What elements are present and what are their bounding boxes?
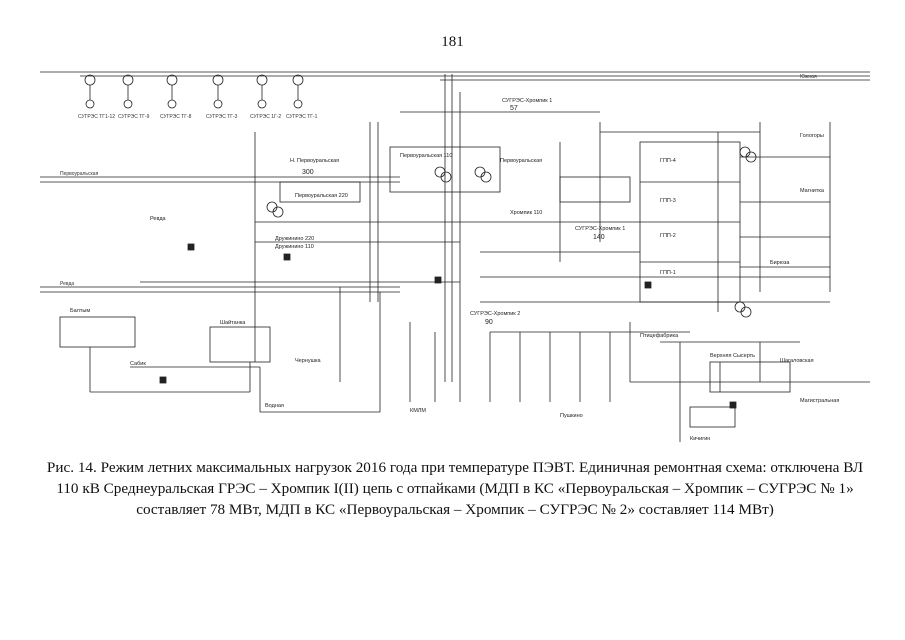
svg-text:Бирюза: Бирюза: [770, 260, 790, 266]
svg-text:Кичигин: Кичигин: [690, 436, 710, 442]
svg-text:Водная: Водная: [265, 403, 284, 409]
svg-text:КМЛМ: КМЛМ: [410, 408, 426, 414]
svg-text:Ревда: Ревда: [150, 216, 167, 222]
svg-text:Первоуральская 220: Первоуральская 220: [295, 193, 348, 199]
svg-text:Магнитка: Магнитка: [800, 188, 825, 194]
svg-text:ГПП-4: ГПП-4: [660, 158, 676, 164]
svg-text:СУГРЭС ТГ-3: СУГРЭС ТГ-3: [206, 114, 238, 120]
svg-text:СУГРЭС 1Г-2: СУГРЭС 1Г-2: [250, 114, 281, 120]
svg-text:Верхняя Сысерть: Верхняя Сысерть: [710, 353, 755, 359]
svg-text:СУГРЭС-Хромпик 1: СУГРЭС-Хромпик 1: [502, 98, 552, 104]
svg-text:СУГРЭС-Хромпик 2: СУГРЭС-Хромпик 2: [470, 311, 520, 317]
svg-text:Шагаловская: Шагаловская: [780, 358, 814, 364]
svg-text:Южная: Южная: [800, 74, 817, 80]
svg-text:57: 57: [510, 105, 518, 112]
svg-text:СУГРЭС ТГ-9: СУГРЭС ТГ-9: [118, 114, 150, 120]
svg-text:СУГРЭС-Хромпик 1: СУГРЭС-Хромпик 1: [575, 226, 625, 232]
svg-text:Чернушка: Чернушка: [295, 358, 322, 364]
svg-text:Гологоры: Гологоры: [800, 133, 824, 139]
svg-text:СУГРЭС ТГ1-12: СУГРЭС ТГ1-12: [78, 114, 115, 120]
svg-text:140: 140: [593, 234, 605, 241]
svg-text:Первоуральская: Первоуральская: [60, 171, 99, 177]
svg-text:Дружинино 220: Дружинино 220: [275, 236, 314, 242]
power-grid-schematic: СУГРЭС ТГ1-12 СУГРЭС ТГ-9 СУГРЭС ТГ-8 СУ…: [40, 71, 870, 442]
svg-text:Птицефабрика: Птицефабрика: [640, 333, 679, 339]
page-number: 181: [441, 34, 464, 50]
svg-text:Сабик: Сабик: [130, 361, 146, 367]
svg-text:ГПП-3: ГПП-3: [660, 198, 676, 204]
svg-text:Хромпик 110: Хромпик 110: [510, 210, 542, 216]
svg-text:Н. Первоуральская: Н. Первоуральская: [290, 158, 339, 164]
svg-text:Первоуральская 110: Первоуральская 110: [400, 153, 452, 159]
svg-text:90: 90: [485, 319, 493, 326]
svg-text:Балтым: Балтым: [70, 308, 90, 314]
figure-caption: Рис. 14. Режим летних максимальных нагру…: [46, 459, 864, 518]
svg-text:Магистральная: Магистральная: [800, 398, 839, 404]
svg-text:Ревда: Ревда: [60, 281, 74, 287]
svg-text:СУГРЭС ТГ-1: СУГРЭС ТГ-1: [286, 114, 318, 120]
svg-text:СУГРЭС ТГ-8: СУГРЭС ТГ-8: [160, 114, 192, 120]
svg-text:300: 300: [302, 169, 314, 176]
svg-text:Первоуральская: Первоуральская: [500, 158, 542, 164]
svg-text:ГПП-1: ГПП-1: [660, 270, 676, 276]
svg-text:ГПП-2: ГПП-2: [660, 233, 676, 239]
svg-text:Дружинино 110: Дружинино 110: [275, 244, 314, 250]
svg-text:Шайтанка: Шайтанка: [220, 319, 246, 326]
svg-text:Пушкино: Пушкино: [560, 413, 583, 419]
